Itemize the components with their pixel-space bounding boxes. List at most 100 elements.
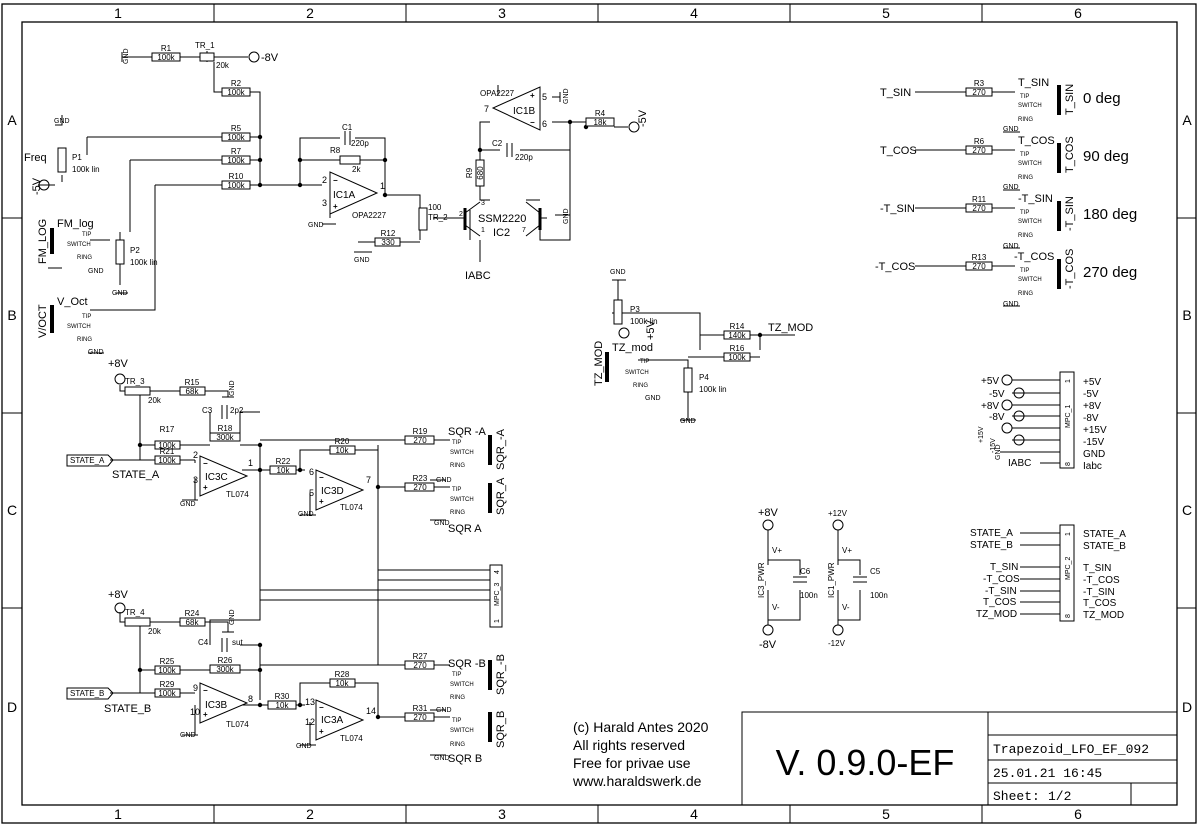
p5v-label-p3: +5V bbox=[645, 319, 657, 340]
mpc3-pin-last: 4 bbox=[494, 570, 501, 574]
state-a-flag: STATE_A bbox=[70, 456, 105, 465]
gnd-symbols bbox=[48, 52, 1020, 756]
c1-value: 220p bbox=[351, 139, 369, 148]
r20-value: 10k bbox=[336, 446, 350, 455]
gnd-r15: GND bbox=[229, 380, 236, 396]
r5-name: R5 bbox=[231, 124, 242, 133]
vminus-ic3: V- bbox=[772, 603, 780, 612]
r26-name: R26 bbox=[218, 656, 233, 665]
sqrb-switch: SWITCH bbox=[450, 728, 474, 734]
ic3b-part: TL074 bbox=[226, 720, 249, 729]
ic3a-name: IC3A bbox=[321, 715, 344, 726]
gnd-ssm: GND bbox=[563, 208, 570, 224]
r7-value: 100k bbox=[227, 156, 245, 165]
m12v-label: -12V bbox=[828, 639, 846, 648]
out90-net: T_COS bbox=[880, 145, 917, 157]
ic3a-pin-inv: 13 bbox=[305, 697, 315, 707]
r18-value: 300k bbox=[216, 433, 234, 442]
r27-value: 270 bbox=[413, 661, 427, 670]
jack-bars bbox=[50, 85, 1061, 742]
r28-value: 10k bbox=[336, 679, 350, 688]
r29-name: R29 bbox=[160, 680, 175, 689]
r31-name: R31 bbox=[413, 704, 428, 713]
ic1b-part: OPA2227 bbox=[480, 89, 515, 98]
ic3b-pin-noninv: 10 bbox=[190, 707, 200, 717]
capacitor-plates bbox=[221, 131, 867, 652]
sqra-neg-switch: SWITCH bbox=[450, 450, 474, 456]
vminus-ic1: V- bbox=[842, 603, 850, 612]
p3-name: P3 bbox=[630, 305, 640, 314]
mpc2-left-2: T_SIN bbox=[990, 562, 1018, 573]
out180-side: -T_SIN bbox=[1064, 196, 1076, 231]
mpc2-left-5: T_COS bbox=[983, 597, 1017, 608]
ic3c-name: IC3C bbox=[205, 472, 228, 483]
r9-value: 680 bbox=[476, 166, 485, 180]
mpc2-right-2: T_SIN bbox=[1083, 563, 1111, 574]
ic3a-part: TL074 bbox=[340, 734, 363, 743]
ic3b-pin-inv: 9 bbox=[193, 683, 198, 693]
p1-name: P1 bbox=[72, 153, 82, 162]
wiring bbox=[38, 51, 1060, 745]
gnd-p3: GND bbox=[610, 269, 626, 276]
r30-value: 10k bbox=[276, 701, 290, 710]
ic3d-plus: + bbox=[319, 497, 324, 506]
out90-jack: T_COS bbox=[1018, 135, 1055, 147]
ic3b-plus: + bbox=[203, 710, 208, 719]
c2-value: 220p bbox=[515, 153, 533, 162]
out180-jack: -T_SIN bbox=[1018, 193, 1053, 205]
tzmod-ring: RING bbox=[633, 383, 648, 389]
col-label-bottom-1: 1 bbox=[114, 806, 122, 822]
p1-value: 100k lin bbox=[72, 165, 100, 174]
tr4-name: TR_4 bbox=[125, 608, 145, 617]
gnd-voct: GND bbox=[88, 349, 104, 356]
mpc1-left-2: +8V bbox=[981, 401, 999, 412]
ic1a-name: IC1A bbox=[333, 190, 356, 201]
p8v-b-supply-icon bbox=[114, 602, 126, 614]
row-label-left-a: A bbox=[7, 112, 17, 128]
freq-m5v-supply-icon bbox=[38, 179, 50, 191]
tz-mod-side: TZ_MOD bbox=[593, 341, 605, 386]
sqr-b-neg-side: SQR_-B bbox=[495, 654, 507, 695]
pwr-p12v-supply-icon bbox=[832, 519, 844, 531]
mpc1-pin-first: 1 bbox=[1065, 379, 1072, 383]
pwr-m8v-supply-icon bbox=[762, 624, 774, 636]
sqr-b-side: SQR_B bbox=[495, 711, 507, 748]
row-label-right-a: A bbox=[1182, 112, 1192, 128]
c5-value: 100n bbox=[870, 591, 888, 600]
gnd-freq: GND bbox=[54, 118, 70, 125]
mpc1-right-6: GND bbox=[1083, 449, 1105, 460]
p12v-label: +12V bbox=[828, 509, 848, 518]
gnd-sqrb: GND bbox=[436, 707, 452, 714]
state-b-net: STATE_B bbox=[104, 703, 151, 715]
ic1a-minus: − bbox=[333, 176, 338, 185]
sheet-number: 1/2 bbox=[1048, 789, 1071, 804]
r19-value: 270 bbox=[413, 436, 427, 445]
tr1-value: 20k bbox=[216, 61, 230, 70]
row-label-right-b: B bbox=[1182, 307, 1191, 323]
out270-side: -T_COS bbox=[1064, 249, 1076, 289]
vplus-ic1: V+ bbox=[842, 546, 852, 555]
c3-name: C3 bbox=[202, 406, 213, 415]
r17-name: R17 bbox=[160, 425, 175, 434]
sqr-b-neg-label: SQR -B bbox=[448, 658, 486, 670]
ic3a-pin-out: 14 bbox=[366, 706, 376, 716]
c5-name: C5 bbox=[870, 567, 881, 576]
c6-name: C6 bbox=[800, 567, 811, 576]
tzmod-tip: TIP bbox=[640, 359, 649, 365]
sqr-a-label: SQR A bbox=[448, 523, 482, 535]
vplus-ic3: V+ bbox=[772, 546, 782, 555]
voct-ring: RING bbox=[77, 337, 92, 343]
r15-name: R15 bbox=[185, 378, 200, 387]
potentiometer-bodies bbox=[57, 52, 693, 627]
r3-value: 270 bbox=[972, 88, 986, 97]
out0-tip: TIP bbox=[1020, 94, 1029, 100]
resistor-bodies bbox=[151, 52, 993, 722]
mpc1-right-0: +5V bbox=[1083, 377, 1101, 388]
p8v-label-pwr: +8V bbox=[758, 507, 779, 519]
out180-net: -T_SIN bbox=[880, 203, 915, 215]
sheet-label: Sheet: bbox=[993, 789, 1040, 804]
m8v-supply-icon bbox=[248, 51, 260, 63]
mpc1-left-1: -5V bbox=[989, 389, 1005, 400]
sqrb-tip: TIP bbox=[452, 718, 461, 724]
p2-value: 100k lin bbox=[130, 258, 158, 267]
